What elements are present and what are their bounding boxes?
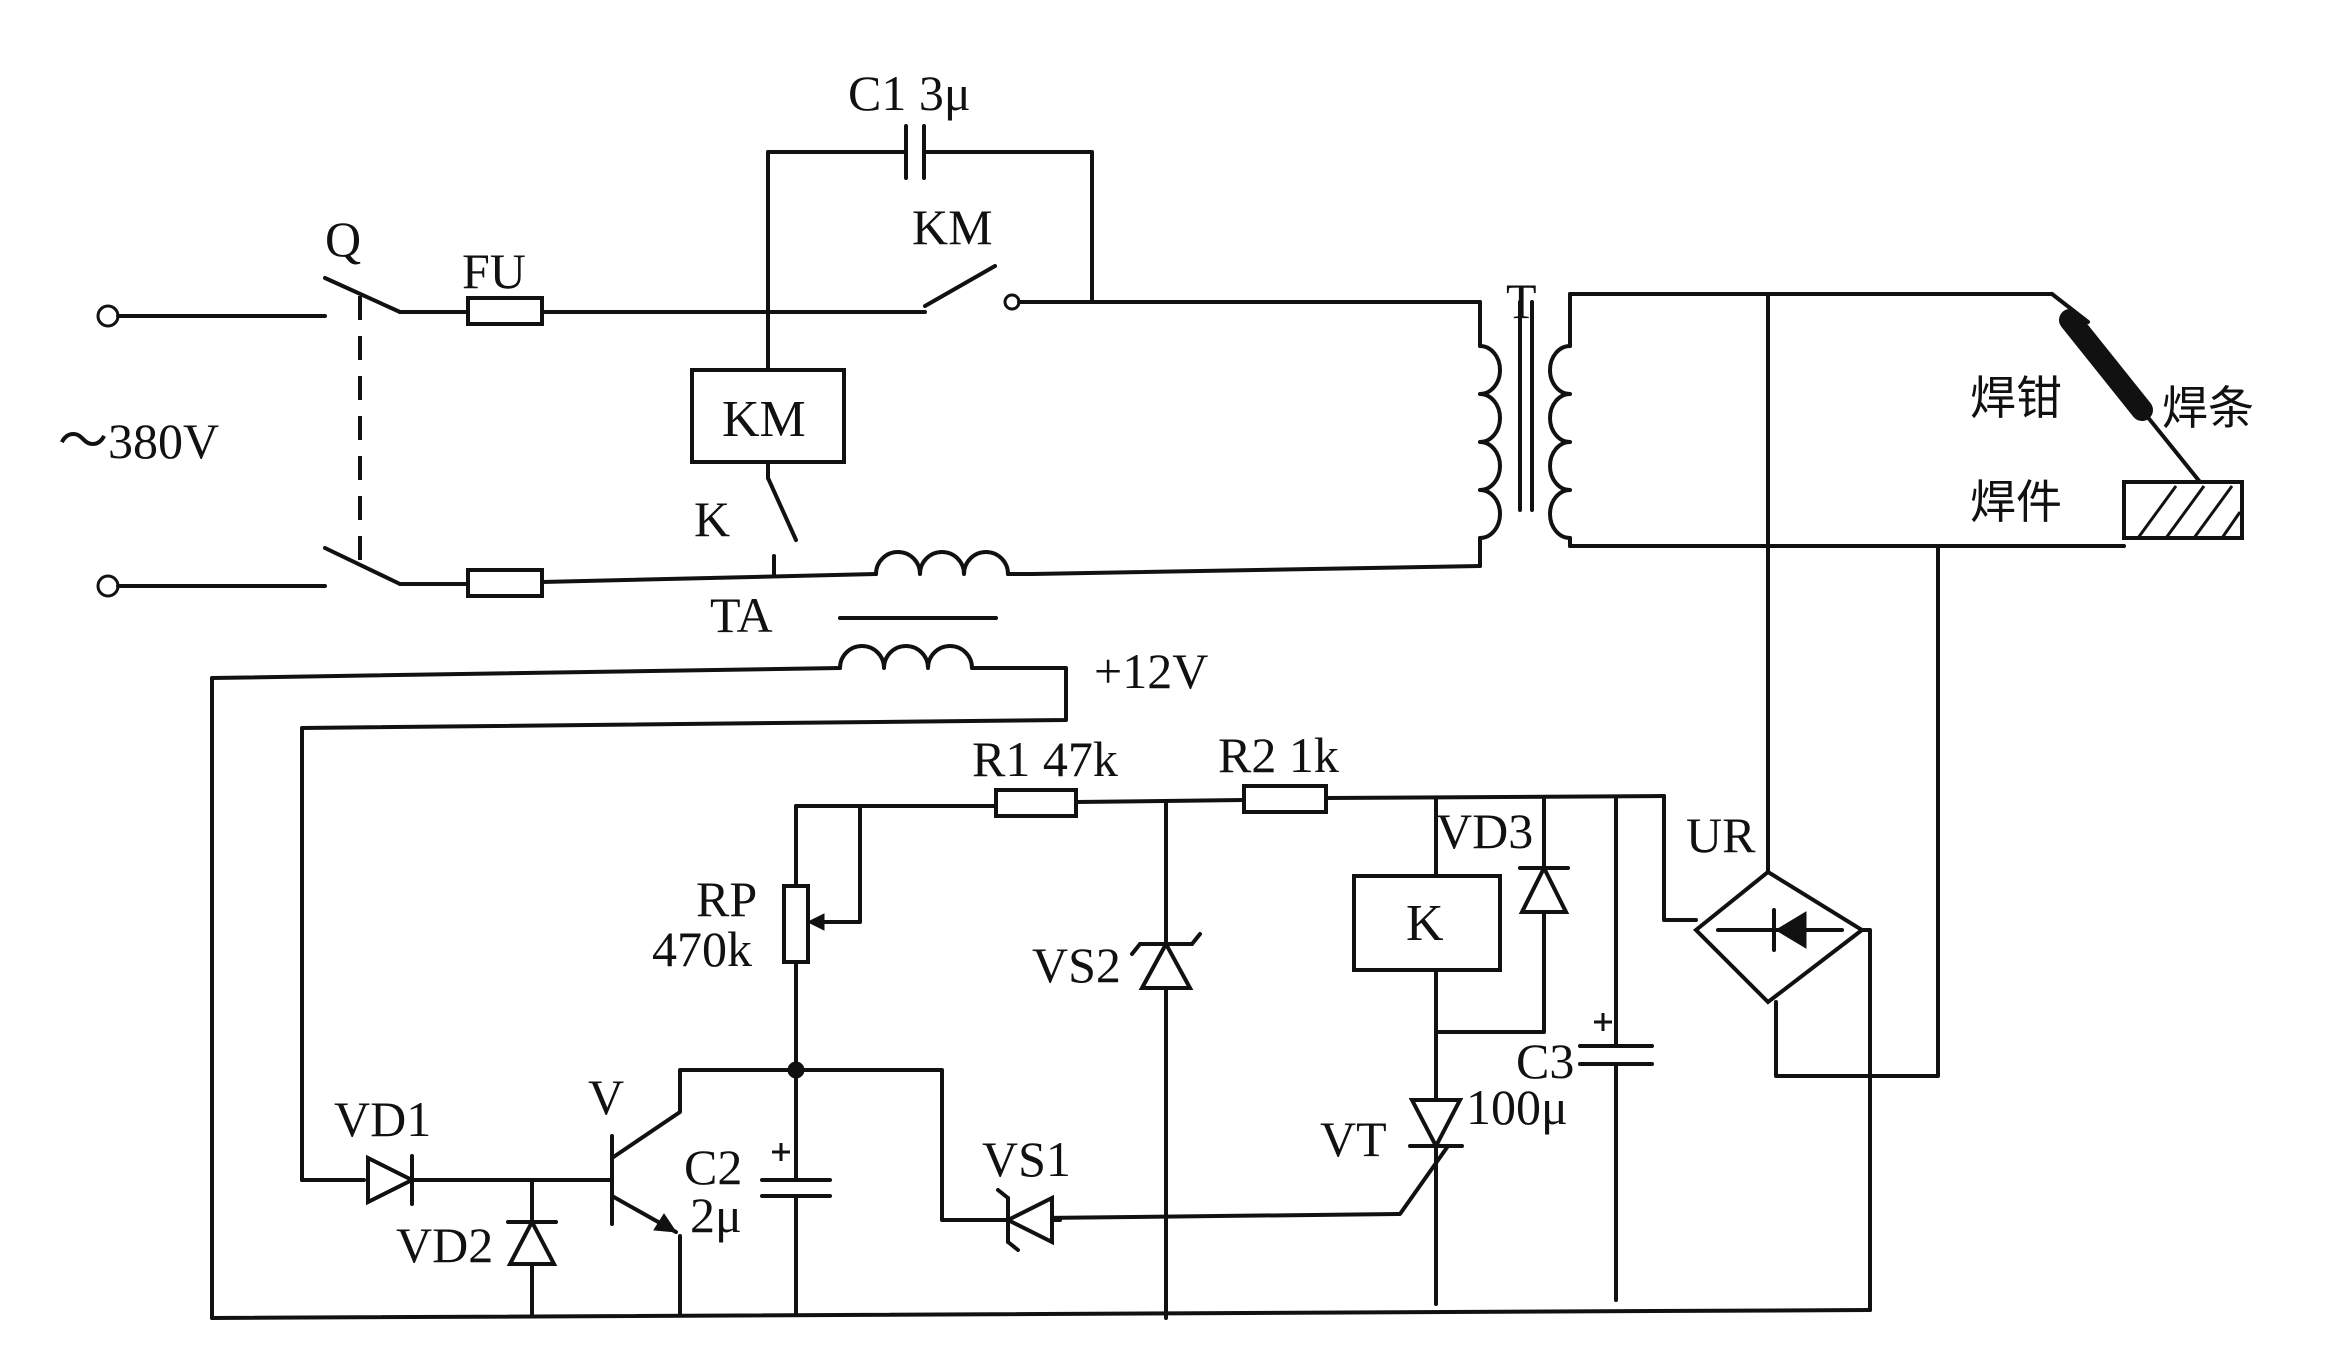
rp-label-line1: RP: [696, 871, 757, 927]
km-contact-label: KM: [912, 199, 993, 255]
transistor-v-label: V: [588, 1069, 624, 1125]
diode-vd3: [1434, 796, 1570, 1034]
bridge-rectifier-ur: [1693, 869, 1872, 1312]
potentiometer-rp: [782, 804, 862, 1072]
r2-label: R2 1k: [1218, 727, 1339, 783]
vs2-label: VS2: [1032, 937, 1121, 993]
relay-k-label: K: [1406, 895, 1444, 952]
c1-label: C1 3μ: [848, 65, 971, 121]
c2-label-line1: C2: [684, 1139, 742, 1195]
secondary-circuit: [1568, 292, 2126, 1078]
c2-label-line2: 2μ: [690, 1187, 742, 1243]
switch-q-label: Q: [325, 211, 361, 267]
vd2-label: VD2: [396, 1217, 493, 1273]
control-bottom-rail: [210, 1308, 1872, 1320]
fuse-label: FU: [462, 243, 526, 299]
c3-label-line2: 100μ: [1466, 1079, 1568, 1135]
electrode-label: 焊条: [2162, 381, 2254, 435]
rp-label-line2: 470k: [652, 921, 752, 977]
km-coil-label: KM: [722, 391, 806, 448]
fuse-bottom: [466, 568, 544, 598]
ta-secondary: [210, 644, 1068, 1320]
supply-12v-label: +12V: [1094, 643, 1208, 699]
supply-voltage-label: ～380V: [58, 413, 219, 469]
fuse-top: [466, 296, 544, 326]
electrode: [2059, 309, 2202, 484]
capacitor-c2: [760, 1068, 832, 1316]
capacitor-c3: [1578, 796, 1654, 1302]
workpiece: [2122, 480, 2244, 540]
vt-label: VT: [1320, 1111, 1387, 1167]
zener-vs1: [794, 1068, 1062, 1252]
resistor-r1: [994, 788, 1078, 818]
ur-label: UR: [1686, 807, 1756, 863]
zener-vs2: [1130, 800, 1202, 1320]
electrode-holder-label: 焊钳: [1970, 371, 2062, 425]
r1-label: R1 47k: [972, 731, 1118, 787]
resistor-r2: [1242, 784, 1328, 814]
transformer-t: [1478, 292, 1572, 568]
diode-vd1: [300, 1154, 614, 1206]
control-top-rail: [794, 794, 1698, 922]
vs1-label: VS1: [982, 1131, 1071, 1187]
c3-label-line1: C3: [1516, 1033, 1574, 1089]
transistor-v: [610, 1068, 798, 1316]
ta-label: TA: [710, 587, 773, 643]
capacitor-c1: [766, 124, 1094, 314]
thyristor-vt: [1038, 1098, 1464, 1302]
vd3-label: VD3: [1436, 803, 1533, 859]
relay-contact-k: [766, 460, 798, 578]
contact-k-label: K: [694, 491, 730, 547]
vd1-label: VD1: [334, 1091, 431, 1147]
diode-vd2: [506, 1178, 558, 1316]
workpiece-label: 焊件: [1970, 475, 2062, 529]
switch-q: [323, 276, 402, 586]
relay-coil-k: [1352, 796, 1502, 1102]
km-main-contact: [923, 264, 1482, 311]
transformer-label: T: [1506, 273, 1537, 329]
ta-primary: [874, 550, 1482, 576]
mains-terminals: [96, 304, 327, 598]
